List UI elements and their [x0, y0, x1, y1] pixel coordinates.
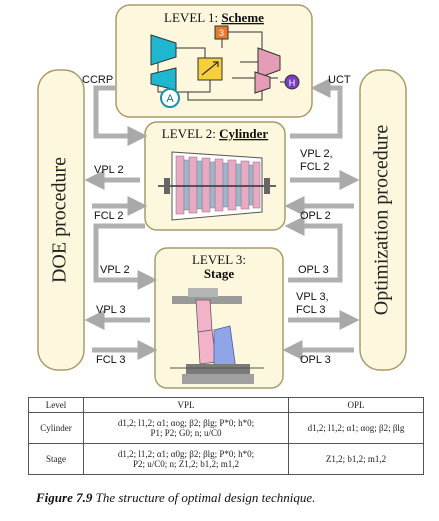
label-vpl3-fcl3-right-2: FCL 3	[296, 304, 326, 316]
turbine-icon	[150, 67, 177, 91]
label-vpl2-fcl2-right-1: VPL 2,	[300, 148, 333, 160]
table-row: Cylinder d1,2; l1,2; α1; αog; β2; βlg; P…	[28, 412, 424, 444]
label-vpl3-left: VPL 3	[96, 304, 126, 316]
generator-a-label: A	[166, 93, 174, 105]
row-vpl-line: P1; P2; G0; n; u/C0	[150, 428, 222, 438]
arrow-vpl2-mid	[93, 223, 158, 290]
table-row: Stage d1,2; l1,2; α1; α0g; β2; βlg; P*0;…	[28, 443, 424, 475]
header-vpl: VPL	[83, 397, 289, 413]
optimization-procedure-label: Optimization procedure	[371, 125, 393, 316]
compressor-icon	[150, 34, 177, 66]
level1-title: LEVEL 1: Scheme	[164, 10, 264, 25]
header-opl: OPL	[288, 397, 424, 413]
row-vpl: d1,2; l1,2; α1; αog; β2; βlg; P*0; h*0;P…	[83, 412, 289, 444]
label-ccrp: CCRP	[82, 74, 113, 86]
diagram: DOE procedure Optimization procedure LEV…	[37, 4, 407, 389]
arrow-connectors	[84, 78, 360, 360]
combustor-number: 3	[219, 28, 224, 38]
label-opl2-right: OPL 2	[300, 210, 331, 222]
figure-caption: Figure 7.9 The structure of optimal desi…	[36, 490, 436, 506]
label-opl3-right: OPL 3	[300, 354, 331, 366]
figure-number: Figure 7.9	[36, 490, 93, 505]
load-h-label: H	[289, 78, 296, 88]
label-vpl2-fcl2-right-2: FCL 2	[300, 161, 330, 173]
label-vpl2-left: VPL 2	[94, 164, 124, 176]
row-level: Stage	[28, 443, 84, 475]
row-vpl-line: P2; u/C0; n; Z1,2; b1,2; m1,2	[132, 459, 239, 469]
arrow-opl3-mid	[284, 216, 343, 283]
row-opl: d1,2; l1,2; α1; αog; β2; βlg	[288, 412, 424, 444]
stage-drawing	[170, 288, 264, 384]
level2-title: LEVEL 2: Cylinder	[162, 126, 269, 141]
parameters-table: Level VPL OPL Cylinder d1,2; l1,2; α1; α…	[28, 397, 424, 475]
heat-exchanger-symbol	[201, 61, 219, 76]
doe-procedure-box	[37, 69, 85, 371]
label-vpl3-fcl3-right-1: VPL 3,	[296, 291, 329, 303]
label-fcl2-left: FCL 2	[94, 210, 124, 222]
row-vpl-line: d1,2; l1,2; α1; αog; β2; βlg; P*0; h*0;	[117, 418, 255, 428]
row-level: Cylinder	[28, 412, 84, 444]
table-header-row: Level VPL OPL	[28, 397, 424, 413]
arrow-ccrp	[93, 85, 148, 146]
generator-a-icon	[160, 88, 180, 108]
header-level: Level	[28, 397, 84, 413]
label-opl3-mid: OPL 3	[298, 264, 329, 276]
level3-box	[154, 247, 284, 389]
label-uct: UCT	[328, 74, 351, 86]
level3-subtitle: Stage	[204, 266, 235, 281]
row-vpl-line: d1,2; l1,2; α1; α0g; β2; βlg; P*0; h*0;	[117, 449, 255, 459]
power-turbine-icon	[257, 47, 281, 79]
figure-text: The structure of optimal design techniqu…	[95, 490, 316, 505]
optimization-procedure-box	[359, 69, 407, 371]
label-fcl3-left: FCL 3	[96, 354, 126, 366]
row-vpl: d1,2; l1,2; α1; α0g; β2; βlg; P*0; h*0;P…	[83, 443, 289, 475]
row-opl: Z1,2; b1,2; m1,2	[288, 443, 424, 475]
label-vpl2-mid: VPL 2	[100, 264, 130, 276]
combustor-icon	[214, 25, 229, 40]
level3-title: LEVEL 3:	[192, 252, 246, 267]
arrow-uct	[290, 78, 343, 139]
cylinder-drawing	[158, 151, 276, 221]
doe-procedure-label: DOE procedure	[49, 157, 71, 283]
lp-turbine-icon	[254, 71, 271, 94]
